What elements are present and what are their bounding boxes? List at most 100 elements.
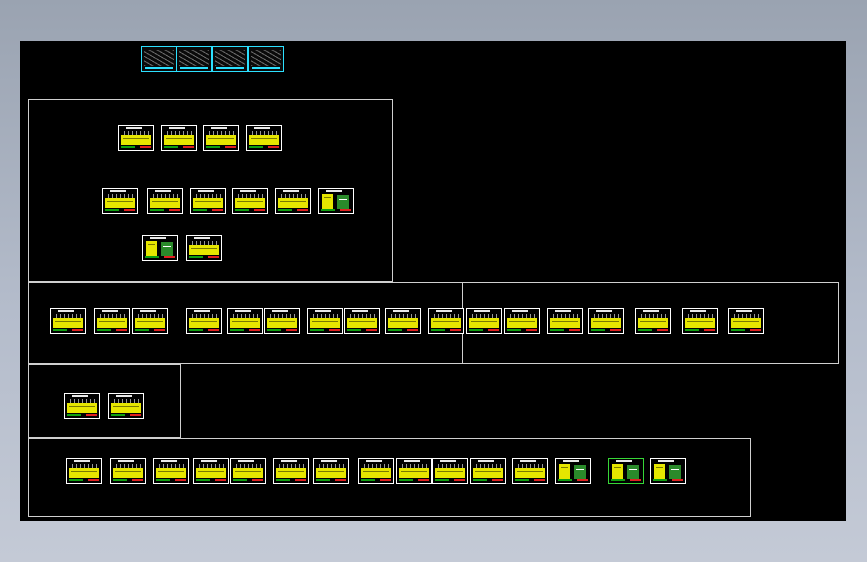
sheet-grn	[235, 209, 249, 211]
drawing-sheet-icon[interactable]	[273, 458, 309, 484]
sheet-band	[435, 464, 465, 478]
sheet-grn	[321, 209, 335, 211]
sheet-title	[555, 310, 571, 312]
sheet-band	[67, 399, 97, 413]
drawing-sheet-icon[interactable]	[132, 308, 168, 334]
sheet-grn	[193, 209, 207, 211]
drawing-sheet-icon[interactable]	[385, 308, 421, 334]
drawing-sheet-icon[interactable]	[470, 458, 506, 484]
sheet-grn	[507, 329, 521, 331]
drawing-sheet-icon[interactable]	[432, 458, 468, 484]
drawing-sheet-icon[interactable]	[512, 458, 548, 484]
sheet-title	[201, 460, 217, 462]
sheet-red	[286, 329, 297, 331]
drawing-sheet-icon[interactable]	[728, 308, 764, 334]
sheet-band	[53, 314, 83, 328]
sheet-red	[183, 146, 194, 148]
sheet-grn	[249, 146, 263, 148]
sheet-side	[574, 465, 586, 479]
drawing-sheet-icon[interactable]	[504, 308, 540, 334]
drawing-sheet-icon[interactable]	[635, 308, 671, 334]
drawing-sheet-icon[interactable]	[358, 458, 394, 484]
sheet-red	[418, 479, 429, 481]
sheet-red	[657, 329, 668, 331]
sheet-title	[596, 310, 612, 312]
drawing-sheet-icon[interactable]	[153, 458, 189, 484]
drawing-sheet-icon[interactable]	[50, 308, 86, 334]
drawing-sheet-icon[interactable]	[227, 308, 263, 334]
sheet-grn	[515, 479, 529, 481]
sheet-title	[118, 460, 134, 462]
drawing-sheet-icon[interactable]	[176, 46, 212, 72]
sheet-grn	[113, 479, 127, 481]
drawing-sheet-icon[interactable]	[682, 308, 718, 334]
sheet-title	[58, 310, 74, 312]
drawing-sheet-icon[interactable]	[110, 458, 146, 484]
drawing-sheet-icon[interactable]	[588, 308, 624, 334]
drawing-sheet-icon[interactable]	[66, 458, 102, 484]
cad-model-space[interactable]	[20, 41, 846, 521]
sheet-red	[130, 414, 141, 416]
drawing-sheet-icon[interactable]	[94, 308, 130, 334]
detail-sheet-icon[interactable]	[650, 458, 686, 484]
drawing-sheet-icon[interactable]	[193, 458, 229, 484]
drawing-sheet-icon[interactable]	[232, 188, 268, 214]
drawing-sheet-icon[interactable]	[275, 188, 311, 214]
sheet-red	[295, 479, 306, 481]
drawing-sheet-icon[interactable]	[190, 188, 226, 214]
sheet-band	[113, 464, 143, 478]
sheet-grn	[230, 329, 244, 331]
detail-sheet-icon[interactable]	[608, 458, 644, 484]
sheet-red	[254, 209, 265, 211]
drawing-sheet-icon[interactable]	[307, 308, 343, 334]
sheet-title	[161, 460, 177, 462]
sheet-title	[643, 310, 659, 312]
drawing-sheet-icon[interactable]	[108, 393, 144, 419]
drawing-sheet-icon[interactable]	[64, 393, 100, 419]
sheet-band	[69, 464, 99, 478]
drawing-sheet-icon[interactable]	[186, 308, 222, 334]
sheet-red	[225, 146, 236, 148]
sheet-grn	[731, 329, 745, 331]
drawing-sheet-icon[interactable]	[313, 458, 349, 484]
sheet-grn	[252, 67, 280, 69]
drawing-sheet-icon[interactable]	[428, 308, 464, 334]
sheet-red	[212, 209, 223, 211]
drawing-sheet-icon[interactable]	[203, 125, 239, 151]
drawing-sheet-icon[interactable]	[147, 188, 183, 214]
drawing-sheet-icon[interactable]	[161, 125, 197, 151]
sheet-grn	[105, 209, 119, 211]
drawing-sheet-icon[interactable]	[466, 308, 502, 334]
sheet-grn	[156, 479, 170, 481]
sheet-grn	[591, 329, 605, 331]
sheet-title	[254, 127, 270, 129]
drawing-sheet-icon[interactable]	[264, 308, 300, 334]
sheet-red	[366, 329, 377, 331]
drawing-sheet-icon[interactable]	[141, 46, 177, 72]
drawing-sheet-icon[interactable]	[102, 188, 138, 214]
sheet-band	[105, 194, 135, 208]
sheet-title	[194, 310, 210, 312]
sheet-band	[121, 131, 151, 145]
sheet-grn	[361, 479, 375, 481]
drawing-sheet-icon[interactable]	[547, 308, 583, 334]
sheet-grn	[316, 479, 330, 481]
drawing-sheet-icon[interactable]	[246, 125, 282, 151]
sheet-band	[612, 464, 623, 480]
detail-sheet-icon[interactable]	[555, 458, 591, 484]
sheet-red	[454, 479, 465, 481]
detail-sheet-icon[interactable]	[142, 235, 178, 261]
sheet-grn	[473, 479, 487, 481]
drawing-sheet-icon[interactable]	[344, 308, 380, 334]
drawing-sheet-icon[interactable]	[212, 46, 248, 72]
drawing-sheet-icon[interactable]	[248, 46, 284, 72]
drawing-sheet-icon[interactable]	[118, 125, 154, 151]
sheet-red	[329, 329, 340, 331]
sheet-red	[249, 329, 260, 331]
sheet-red	[577, 479, 588, 481]
sheet-band	[276, 464, 306, 478]
detail-sheet-icon[interactable]	[318, 188, 354, 214]
drawing-sheet-icon[interactable]	[396, 458, 432, 484]
drawing-sheet-icon[interactable]	[186, 235, 222, 261]
drawing-sheet-icon[interactable]	[230, 458, 266, 484]
